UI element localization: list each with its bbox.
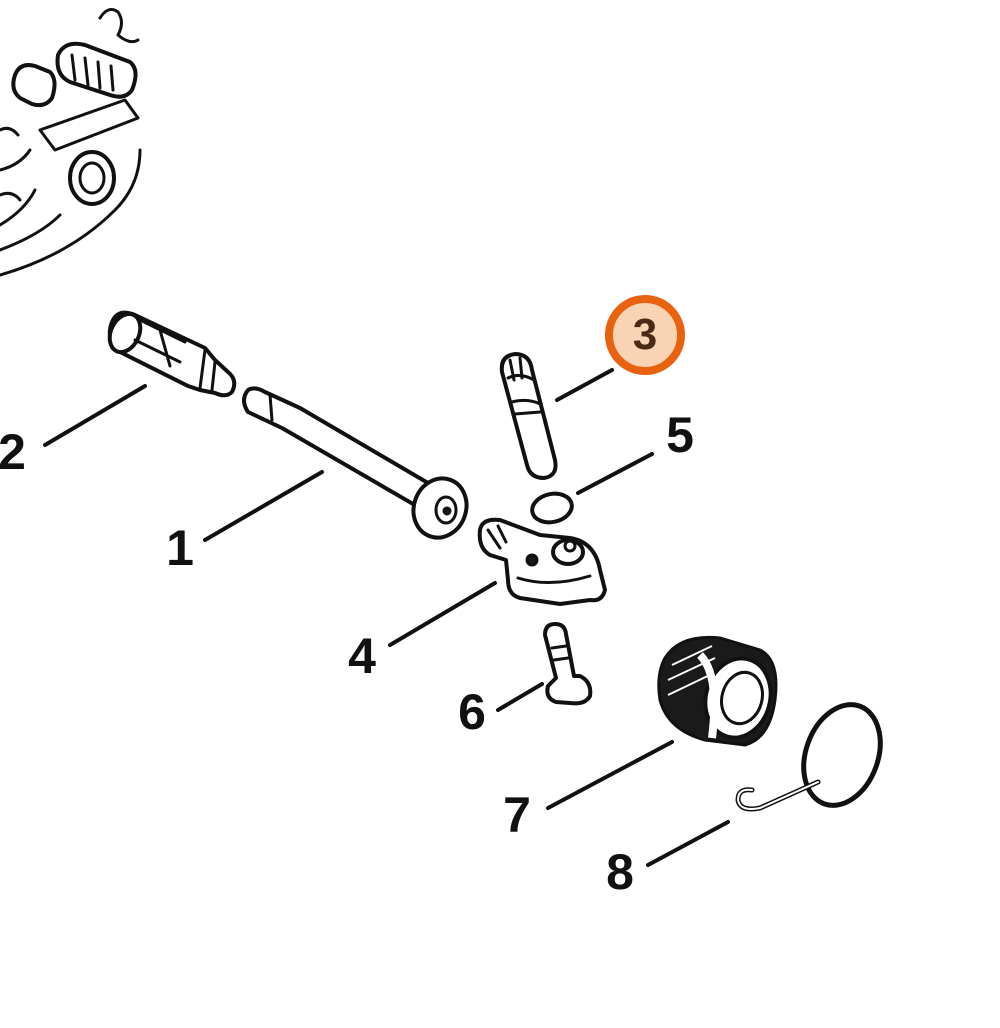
leader-line-8: [646, 820, 730, 867]
callout-8[interactable]: 8: [606, 844, 634, 900]
callout-3-label: 3: [632, 310, 658, 359]
leader-lines: [43, 368, 730, 867]
spring-clip-part: [735, 702, 883, 812]
leader-line-1: [203, 470, 324, 542]
leader-line-7: [546, 740, 674, 810]
leader-line-2: [43, 384, 147, 447]
pump-housing-part: [477, 517, 607, 606]
callout-3-highlighted[interactable]: 3: [605, 295, 685, 375]
leader-line-6: [496, 682, 544, 712]
callout-4[interactable]: 4: [348, 628, 376, 684]
valve-pin-part: [499, 352, 558, 480]
crankcase-partial: [0, 8, 142, 277]
leader-line-3: [555, 368, 614, 402]
screw-part: [543, 622, 593, 706]
callout-5[interactable]: 5: [666, 407, 694, 463]
callout-1[interactable]: 1: [166, 520, 194, 576]
o-ring-part: [530, 491, 574, 525]
callout-7[interactable]: 7: [503, 787, 531, 843]
leader-line-5: [576, 452, 654, 495]
suction-hose-part: [242, 386, 469, 540]
worm-gear-part: [657, 635, 778, 747]
pickup-body-part: [107, 310, 237, 398]
callout-2[interactable]: 2: [0, 424, 26, 480]
leader-line-4: [388, 581, 497, 647]
callout-6[interactable]: 6: [458, 684, 486, 740]
